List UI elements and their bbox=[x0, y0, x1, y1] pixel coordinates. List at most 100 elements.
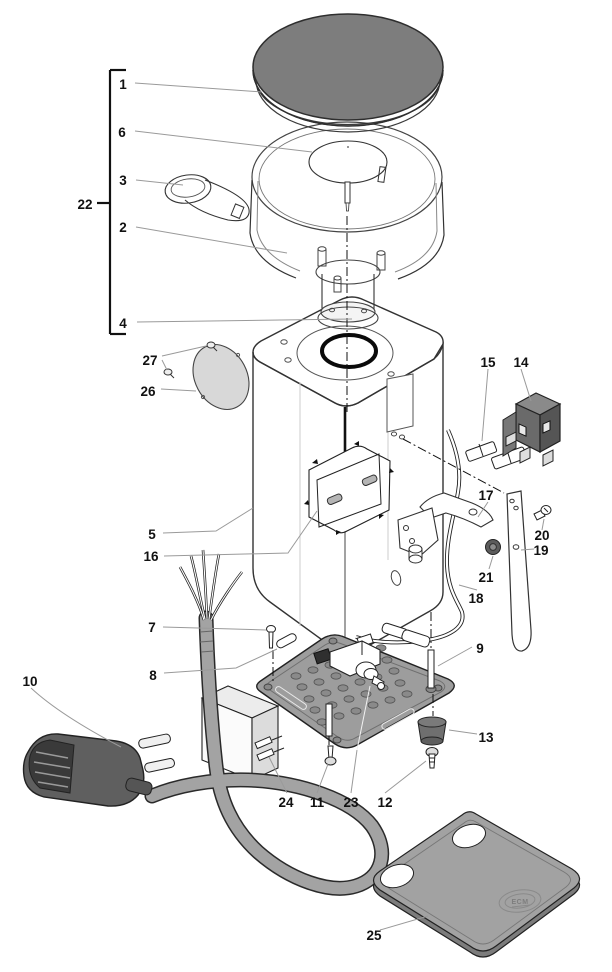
chute-peg bbox=[361, 474, 378, 486]
bracket-hole bbox=[409, 538, 415, 544]
hopper-wall-left-inner bbox=[256, 180, 301, 272]
badge-screw bbox=[163, 368, 175, 379]
base-screw bbox=[324, 745, 337, 766]
group-bracket bbox=[97, 68, 126, 336]
lever-hole bbox=[509, 498, 515, 504]
leader-17 bbox=[477, 501, 489, 518]
body-top-face bbox=[252, 296, 444, 407]
leader-5 bbox=[162, 507, 254, 534]
tray-hole bbox=[451, 823, 487, 849]
callout-1: 1 bbox=[119, 77, 127, 92]
leader-26 bbox=[160, 388, 197, 392]
chute-peg bbox=[326, 493, 343, 505]
callout-22: 22 bbox=[77, 197, 92, 212]
scoop-bowl-inner bbox=[170, 178, 206, 198]
screw-head bbox=[266, 625, 276, 633]
dosing-scoop bbox=[164, 174, 250, 222]
leader-7 bbox=[162, 626, 267, 631]
badge-hole bbox=[200, 394, 206, 400]
tray-logo: ECM bbox=[498, 889, 542, 913]
top-recess bbox=[296, 325, 394, 381]
screw-shaft bbox=[268, 631, 274, 649]
callout-27: 27 bbox=[142, 353, 157, 368]
callout-19: 19 bbox=[533, 543, 548, 558]
gasket-ring bbox=[320, 333, 378, 369]
body-screw-hole bbox=[398, 434, 406, 440]
centerline-lever bbox=[402, 438, 505, 494]
power-plug bbox=[22, 733, 175, 807]
screw-head bbox=[324, 756, 337, 766]
leader-15 bbox=[481, 368, 489, 442]
leader-9 bbox=[437, 646, 473, 667]
bracket-arm-hole bbox=[468, 508, 478, 516]
scoop-handle-hole bbox=[230, 203, 245, 220]
switch-tab bbox=[542, 449, 554, 467]
logo-text: ECM bbox=[511, 899, 528, 906]
hopper-rim-outer bbox=[251, 121, 443, 233]
leader-23a bbox=[350, 749, 358, 794]
leader-21 bbox=[488, 555, 494, 570]
dose-lever-assembly bbox=[397, 492, 494, 564]
screw-shaft bbox=[428, 753, 436, 769]
callout-6: 6 bbox=[118, 125, 126, 140]
collar-screw bbox=[361, 308, 367, 314]
leader-13 bbox=[448, 729, 478, 735]
body-oval-hole bbox=[390, 570, 402, 586]
callout-11: 11 bbox=[310, 795, 325, 810]
cable-rib bbox=[199, 640, 214, 643]
centerlines bbox=[272, 216, 505, 748]
foot-top bbox=[417, 716, 447, 728]
callout-3: 3 bbox=[119, 173, 127, 188]
callout-24: 24 bbox=[278, 795, 294, 810]
dosing-lever bbox=[506, 490, 532, 652]
hopper-neck-lip bbox=[317, 306, 379, 330]
solenoid-motor bbox=[329, 640, 385, 690]
leader-19 bbox=[520, 548, 535, 551]
callout-25: 25 bbox=[366, 928, 382, 943]
foot-screw bbox=[425, 747, 439, 769]
bracket-arm bbox=[419, 492, 494, 528]
bean-hopper bbox=[249, 121, 445, 330]
chute-clip-arrow bbox=[354, 441, 359, 446]
callout-5: 5 bbox=[148, 527, 156, 542]
plug-pin bbox=[144, 758, 175, 773]
disc-pin bbox=[344, 181, 351, 204]
logo-underline bbox=[511, 904, 531, 908]
callout-7: 7 bbox=[148, 620, 156, 635]
leader-8 bbox=[163, 648, 278, 674]
lid-skirt bbox=[252, 69, 444, 127]
base-corner-hole bbox=[332, 736, 342, 744]
bracket-boss bbox=[408, 544, 423, 564]
callout-17: 17 bbox=[478, 488, 493, 503]
leader-3 bbox=[135, 179, 184, 186]
boss-hole bbox=[387, 371, 395, 377]
disc-dot bbox=[347, 146, 349, 148]
clamp-screw bbox=[266, 625, 276, 649]
lever-hole bbox=[513, 505, 519, 511]
chute-clip-arrow bbox=[312, 459, 318, 464]
disc-tab bbox=[377, 166, 387, 183]
cap-terminal bbox=[254, 736, 273, 750]
switch-terminal bbox=[542, 420, 551, 434]
lid-top bbox=[252, 13, 444, 121]
screw-slot bbox=[543, 507, 549, 513]
cable-rib bbox=[200, 650, 215, 653]
plug-pin bbox=[138, 733, 171, 749]
motor-shaft-tip bbox=[377, 682, 385, 690]
hopper-lid bbox=[252, 13, 444, 133]
cable-rib bbox=[199, 630, 214, 633]
tray-top bbox=[372, 811, 581, 952]
callout-18: 18 bbox=[468, 591, 484, 606]
chute-clip-arrow bbox=[336, 530, 341, 535]
leader-14 bbox=[520, 368, 532, 402]
connector-crimp bbox=[478, 443, 484, 457]
wire-strands-core bbox=[179, 549, 243, 621]
bracket-plate bbox=[397, 507, 439, 557]
hopper-peg bbox=[376, 250, 386, 271]
chute-outline bbox=[308, 445, 391, 534]
callout-16: 16 bbox=[143, 549, 159, 564]
disc-pin-tip bbox=[345, 202, 350, 212]
rubber-grommet bbox=[485, 539, 501, 555]
bracket-hole bbox=[403, 525, 409, 531]
